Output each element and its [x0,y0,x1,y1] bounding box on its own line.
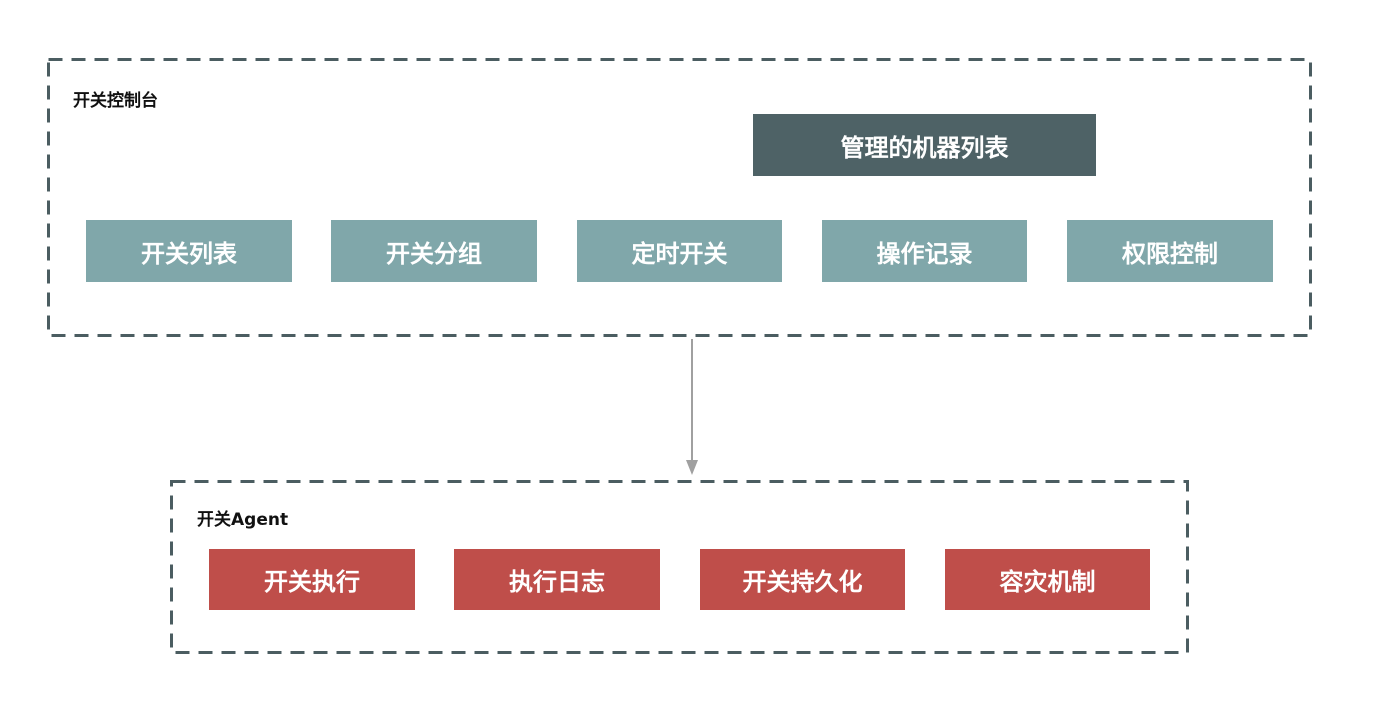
switch-group-box: 开关分组 [331,220,537,282]
switch-execute-box: 开关执行 [209,549,415,610]
agent-group: 开关Agent [170,480,1189,654]
disaster-recovery-box: 容灾机制 [945,549,1150,610]
agent-title: 开关Agent [197,510,289,530]
permission-control-box: 权限控制 [1067,220,1273,282]
scheduled-switch-box: 定时开关 [577,220,782,282]
switch-persistence-box: 开关持久化 [700,549,905,610]
console-group: 开关控制台 [47,58,1312,337]
console-group-border [47,58,1312,337]
operation-log-box: 操作记录 [822,220,1027,282]
execution-log-box: 执行日志 [454,549,660,610]
machine-list-box: 管理的机器列表 [753,114,1096,176]
agent-group-border [170,480,1189,654]
switch-list-box: 开关列表 [86,220,292,282]
console-title: 开关控制台 [73,91,158,111]
